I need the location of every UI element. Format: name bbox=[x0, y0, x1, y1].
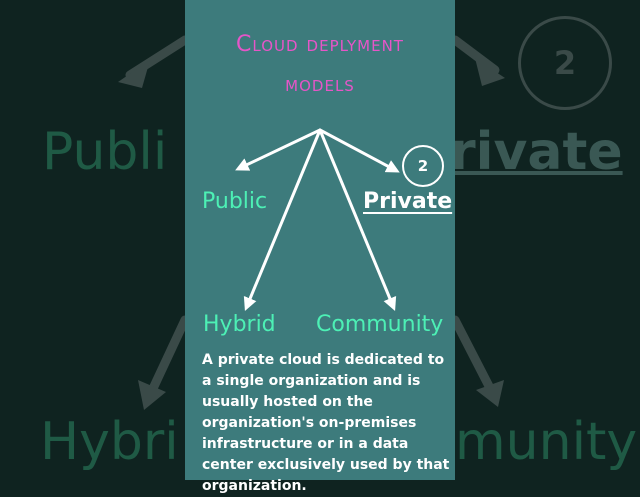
step-badge: 2 bbox=[402, 145, 444, 187]
diagram-card: Cloud deplyment models Public Private 2 … bbox=[185, 0, 455, 494]
diagram-arrows bbox=[235, 128, 400, 311]
background-public-text: Publi bbox=[42, 122, 168, 182]
arrow-private bbox=[318, 128, 400, 173]
background-badge: 2 bbox=[518, 16, 612, 110]
arrow-public bbox=[235, 128, 322, 171]
arrow-hybrid bbox=[243, 128, 322, 311]
node-hybrid: Hybrid bbox=[203, 312, 276, 337]
arrow-community bbox=[318, 128, 397, 311]
background-hybrid-text: Hybri bbox=[40, 412, 179, 472]
description-text: A private cloud is dedicated to a single… bbox=[202, 352, 450, 494]
diagram-title-line2: models bbox=[285, 72, 355, 97]
background-community-text: munity bbox=[455, 412, 638, 472]
diagram-title-line1: Cloud deplyment bbox=[236, 32, 404, 57]
background-backdrop: Publi rivate Hybri munity 2 bbox=[40, 16, 638, 472]
node-private: Private bbox=[363, 189, 453, 214]
background-private-text: rivate bbox=[450, 122, 623, 182]
node-public: Public bbox=[202, 189, 268, 214]
node-community: Community bbox=[316, 312, 444, 337]
background-arrows bbox=[118, 35, 505, 410]
